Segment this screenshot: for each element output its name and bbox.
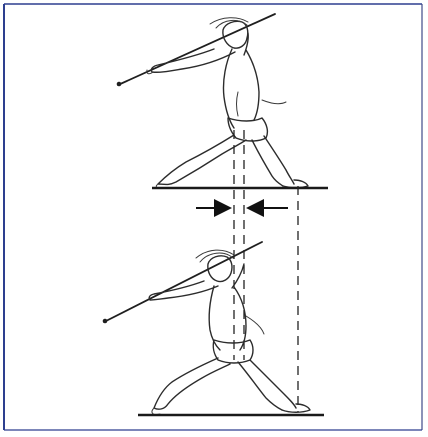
upper-torso: [223, 49, 259, 128]
upper-shirt-flap: [262, 100, 286, 104]
lower-rear-leg: [154, 358, 230, 409]
upper-head: [223, 21, 248, 48]
upper-front-leg: [252, 136, 294, 186]
upper-thrower: [117, 14, 328, 188]
lower-shorts: [213, 340, 253, 363]
right-pointing-arrowhead: [214, 199, 232, 217]
lower-shirt-flap: [246, 316, 264, 334]
distance-arrows: [196, 199, 288, 217]
frame-border: [4, 4, 422, 430]
upper-front-foot: [283, 180, 308, 188]
lower-front-leg: [238, 360, 296, 410]
lower-rear-arm: [149, 281, 218, 300]
left-pointing-arrowhead: [246, 199, 264, 217]
lower-javelin: [104, 242, 262, 322]
upper-rear-leg: [158, 135, 246, 185]
upper-torso-line: [237, 92, 239, 116]
lower-thrower: [103, 242, 324, 415]
upper-rear-arm: [151, 49, 235, 72]
upper-javelin: [118, 14, 275, 85]
upper-javelin-tip: [117, 82, 122, 87]
lower-javelin-tip: [103, 319, 108, 324]
